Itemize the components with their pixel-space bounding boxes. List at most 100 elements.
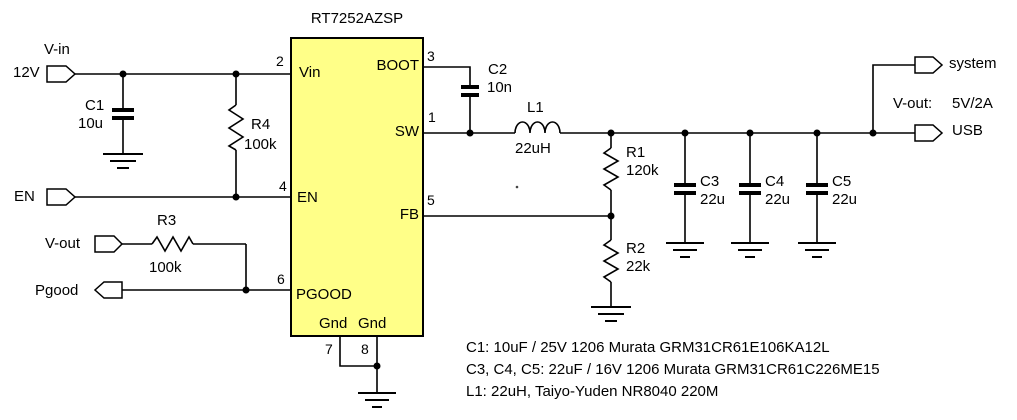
wire-ic-gnd bbox=[339, 336, 378, 393]
bom-note-c3c4c5: C3, C4, C5: 22uF / 16V 1206 Murata GRM31… bbox=[466, 361, 880, 378]
capacitor-c2-symbol bbox=[461, 85, 479, 89]
val-r2: 22k bbox=[626, 258, 651, 275]
capacitor-c4-symbol bbox=[739, 183, 761, 187]
bom-note-c1: C1: 10uF / 25V 1206 Murata GRM31CR61E106… bbox=[466, 339, 830, 356]
ground-c3 bbox=[666, 242, 704, 258]
capacitor-c1-symbol bbox=[112, 108, 134, 112]
connector-pgood bbox=[93, 281, 123, 299]
connector-usb bbox=[914, 124, 944, 142]
pin-num-5: 5 bbox=[427, 192, 435, 208]
val-c5: 22u bbox=[832, 191, 858, 208]
val-r4: 100k bbox=[244, 136, 277, 153]
pin-label-fb: FB bbox=[399, 206, 419, 223]
ground-r2 bbox=[591, 306, 631, 322]
pin-label-vin: Vin bbox=[299, 64, 321, 81]
junction-dot bbox=[607, 212, 615, 220]
bom-notes: C1: 10uF / 25V 1206 Murata GRM31CR61E106… bbox=[466, 337, 880, 403]
vout-rating-label: V-out: bbox=[893, 95, 933, 112]
pin-label-boot: BOOT bbox=[376, 57, 419, 74]
pin-num-7: 7 bbox=[325, 341, 333, 357]
wire-net bbox=[75, 64, 915, 393]
pin-label-sw: SW bbox=[394, 123, 419, 140]
ref-r2: R2 bbox=[626, 240, 646, 257]
capacitor-c1-symbol bbox=[112, 116, 134, 120]
resistor-r2-symbol bbox=[602, 239, 620, 283]
ground-c5 bbox=[798, 242, 836, 258]
capacitor-c2-symbol bbox=[461, 93, 479, 97]
pin-num-2: 2 bbox=[276, 53, 284, 69]
pin-num-1: 1 bbox=[428, 109, 436, 125]
ground-symbols bbox=[103, 153, 836, 408]
ref-r1: R1 bbox=[626, 144, 646, 161]
net-label-vin: V-in bbox=[44, 41, 70, 58]
val-c2: 10n bbox=[487, 79, 513, 96]
ref-l1: L1 bbox=[527, 99, 544, 116]
port-label-12v: 12V bbox=[13, 64, 40, 81]
capacitor-c4-symbol bbox=[739, 191, 761, 195]
val-c3: 22u bbox=[700, 191, 726, 208]
ground-ic bbox=[358, 392, 396, 408]
junction-dot bbox=[119, 70, 127, 78]
pin-label-gnd1: Gnd bbox=[319, 315, 348, 332]
pin-label-pgood: PGOOD bbox=[296, 286, 352, 303]
val-c1: 10u bbox=[78, 115, 104, 132]
junction-dot bbox=[466, 129, 474, 137]
capacitor-c5-symbol bbox=[806, 191, 828, 195]
connector-12v bbox=[46, 65, 77, 83]
ref-c2: C2 bbox=[488, 61, 508, 78]
ref-c4: C4 bbox=[765, 173, 785, 190]
ref-c1: C1 bbox=[85, 97, 105, 114]
capacitor-c5-symbol bbox=[806, 183, 828, 187]
ic-title: RT7252AZSP bbox=[310, 10, 404, 27]
capacitor-c3-symbol bbox=[674, 191, 696, 195]
ground-c4 bbox=[731, 242, 769, 258]
val-r3: 100k bbox=[149, 259, 182, 276]
bom-note-l1: L1: 22uH, Taiyo-Yuden NR8040 220M bbox=[466, 383, 719, 400]
wire-boot-c2 bbox=[423, 66, 471, 133]
resistor-r1-symbol bbox=[602, 147, 620, 191]
pin-num-3: 3 bbox=[427, 48, 435, 64]
port-label-pgood: Pgood bbox=[35, 282, 79, 299]
pin-num-6: 6 bbox=[277, 271, 285, 287]
pin-label-en: EN bbox=[297, 189, 318, 206]
port-connectors bbox=[46, 56, 944, 299]
connector-en bbox=[46, 188, 77, 206]
ground-c1 bbox=[103, 153, 143, 169]
junction-dots bbox=[119, 70, 877, 370]
val-c4: 22u bbox=[765, 191, 791, 208]
port-label-vout: V-out bbox=[45, 235, 81, 252]
pin-label-gnd2: Gnd bbox=[358, 315, 387, 332]
connector-vout-fb bbox=[94, 235, 124, 253]
resistor-r4-symbol bbox=[227, 104, 245, 151]
val-r1: 120k bbox=[626, 162, 659, 179]
port-label-en: EN bbox=[14, 188, 35, 205]
wire-r3 bbox=[122, 243, 247, 290]
junction-dot bbox=[232, 70, 240, 78]
port-label-usb: USB bbox=[952, 122, 983, 139]
wire-system bbox=[872, 64, 915, 133]
val-l1: 22uH bbox=[515, 140, 551, 157]
capacitor-c3-symbol bbox=[674, 183, 696, 187]
pin-num-8: 8 bbox=[361, 341, 369, 357]
junction-dot bbox=[232, 193, 240, 201]
junction-dot bbox=[746, 129, 754, 137]
capacitor-plates bbox=[112, 85, 828, 195]
stray-mark bbox=[515, 185, 519, 189]
port-label-system: system bbox=[949, 55, 997, 72]
pin-num-4: 4 bbox=[279, 178, 287, 194]
ic-body bbox=[290, 37, 424, 337]
junction-dot bbox=[373, 362, 381, 370]
resistor-r3-symbol bbox=[151, 235, 194, 253]
vout-rating-value: 5V/2A bbox=[952, 95, 993, 112]
ref-c3: C3 bbox=[700, 173, 720, 190]
connector-system bbox=[914, 56, 944, 74]
junction-dot bbox=[242, 286, 250, 294]
inductor-l1-symbol bbox=[514, 121, 561, 134]
ref-r4: R4 bbox=[251, 116, 271, 133]
junction-dot bbox=[813, 129, 821, 137]
junction-dot bbox=[681, 129, 689, 137]
ref-c5: C5 bbox=[832, 173, 852, 190]
ref-r3: R3 bbox=[157, 212, 177, 229]
